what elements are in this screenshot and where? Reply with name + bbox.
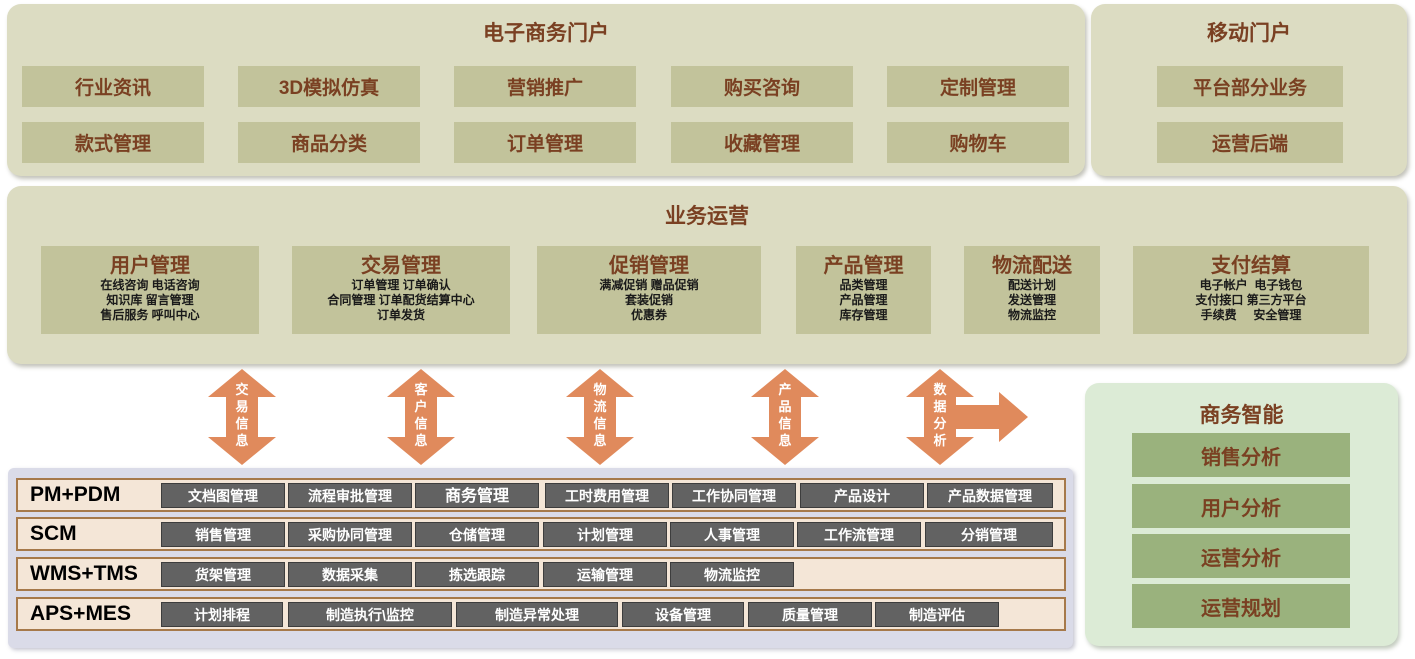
ecommerce-item-product-category: 商品分类 bbox=[238, 122, 420, 163]
module-line: 合同管理 订单配货结算中心 bbox=[327, 293, 475, 307]
module-line: 订单管理 订单确认 bbox=[351, 278, 451, 292]
ecommerce-item-purchase-consult: 购买咨询 bbox=[671, 66, 853, 107]
module-line: 售后服务 呼叫中心 bbox=[100, 308, 200, 322]
module-line: 优惠券 bbox=[630, 308, 667, 322]
system-cell: 销售管理 bbox=[161, 522, 285, 547]
systems-panel: PM+PDM 文档图管理 流程审批管理 商务管理 工时费用管理 工作协同管理 产… bbox=[8, 468, 1073, 648]
mobile-portal-title: 移动门户 bbox=[1207, 22, 1291, 45]
ecommerce-item-shopping-cart: 购物车 bbox=[887, 122, 1069, 163]
double-arrow-logistics-info: 物流信息 bbox=[564, 367, 636, 467]
system-cell: 流程审批管理 bbox=[288, 483, 412, 508]
module-trade-management: 交易管理 订单管理 订单确认 合同管理 订单配货结算中心 订单发货 bbox=[292, 246, 510, 334]
ecommerce-item-industry-news: 行业资讯 bbox=[22, 66, 204, 107]
module-title: 支付结算 bbox=[1211, 255, 1291, 277]
module-line: 满减促销 赠品促销 bbox=[599, 278, 699, 292]
system-cell: 文档图管理 bbox=[161, 483, 285, 508]
arrow-label-data-analysis: 数据分析 bbox=[933, 382, 947, 448]
system-cell: 仓储管理 bbox=[415, 522, 539, 547]
business-intelligence-panel: 商务智能 销售分析 用户分析 运营分析 运营规划 bbox=[1085, 383, 1398, 646]
module-promotion-management: 促销管理 满减促销 赠品促销 套装促销 优惠券 bbox=[537, 246, 761, 334]
arrow-label-trade-info: 交易信息 bbox=[235, 382, 249, 448]
system-row-aps-mes: APS+MES 计划排程 制造执行\监控 制造异常处理 设备管理 质量管理 制造… bbox=[16, 597, 1066, 631]
system-cell: 货架管理 bbox=[161, 562, 285, 587]
module-title: 交易管理 bbox=[361, 255, 441, 277]
module-product-management: 产品管理 品类管理 产品管理 库存管理 bbox=[796, 246, 931, 334]
system-cell: 商务管理 bbox=[415, 483, 539, 508]
system-cell: 运输管理 bbox=[543, 562, 667, 587]
module-title: 促销管理 bbox=[609, 255, 689, 277]
bi-item-ops-planning: 运营规划 bbox=[1132, 584, 1350, 628]
module-title: 产品管理 bbox=[823, 255, 904, 277]
module-line: 手续费 安全管理 bbox=[1200, 308, 1302, 322]
module-line: 库存管理 bbox=[839, 308, 888, 322]
module-line: 在线咨询 电话咨询 bbox=[100, 278, 200, 292]
system-cell: 质量管理 bbox=[748, 602, 872, 627]
ecommerce-item-favorites: 收藏管理 bbox=[671, 122, 853, 163]
ecommerce-item-marketing: 营销推广 bbox=[454, 66, 636, 107]
system-cell: 计划排程 bbox=[161, 602, 283, 627]
system-label: APS+MES bbox=[30, 602, 131, 625]
mobile-item-platform-business: 平台部分业务 bbox=[1157, 66, 1343, 107]
system-cell: 制造执行\监控 bbox=[288, 602, 452, 627]
ecommerce-item-3d-simulation: 3D模拟仿真 bbox=[238, 66, 420, 107]
module-line: 订单发货 bbox=[376, 308, 425, 322]
module-user-management: 用户管理 在线咨询 电话咨询 知识库 留言管理 售后服务 呼叫中心 bbox=[41, 246, 259, 334]
system-cell: 工时费用管理 bbox=[545, 483, 669, 508]
system-cell: 工作协同管理 bbox=[672, 483, 796, 508]
bi-item-ops-analysis: 运营分析 bbox=[1132, 534, 1350, 578]
system-label: SCM bbox=[30, 522, 77, 545]
module-payment-settlement: 支付结算 电子帐户 电子钱包 支付接口 第三方平台 手续费 安全管理 bbox=[1133, 246, 1369, 334]
module-line: 产品管理 bbox=[839, 293, 888, 307]
system-cell: 采购协同管理 bbox=[288, 522, 412, 547]
double-arrow-product-info: 产品信息 bbox=[749, 367, 821, 467]
system-cell: 计划管理 bbox=[543, 522, 667, 547]
double-arrow-trade-info: 交易信息 bbox=[206, 367, 278, 467]
ecommerce-portal-panel: 电子商务门户 行业资讯 3D模拟仿真 营销推广 购买咨询 定制管理 款式管理 商… bbox=[7, 4, 1085, 176]
system-cell: 拣选跟踪 bbox=[415, 562, 539, 587]
arrow-label-product-info: 产品信息 bbox=[778, 382, 792, 448]
module-line: 物流监控 bbox=[1007, 308, 1056, 322]
ecommerce-portal-title: 电子商务门户 bbox=[483, 22, 609, 45]
arrow-label-customer-info: 客户信息 bbox=[414, 382, 428, 448]
system-cell: 物流监控 bbox=[670, 562, 794, 587]
module-title: 用户管理 bbox=[110, 255, 190, 277]
system-cell: 制造异常处理 bbox=[456, 602, 618, 627]
module-line: 支付接口 第三方平台 bbox=[1195, 293, 1307, 307]
module-line: 配送计划 bbox=[1007, 278, 1056, 292]
triple-arrow-data-analysis: 数据分析 bbox=[904, 367, 1032, 467]
system-row-scm: SCM 销售管理 采购协同管理 仓储管理 计划管理 人事管理 工作流管理 分销管… bbox=[16, 517, 1066, 551]
mobile-portal-panel: 移动门户 平台部分业务 运营后端 bbox=[1091, 4, 1407, 176]
ecommerce-item-style-management: 款式管理 bbox=[22, 122, 204, 163]
module-line: 知识库 留言管理 bbox=[106, 293, 194, 307]
system-cell: 产品设计 bbox=[800, 483, 924, 508]
module-line: 电子帐户 电子钱包 bbox=[1199, 278, 1303, 292]
mobile-item-ops-backend: 运营后端 bbox=[1157, 122, 1343, 163]
arrow-label-logistics-info: 物流信息 bbox=[593, 382, 607, 448]
system-cell: 制造评估 bbox=[875, 602, 999, 627]
ecommerce-item-order-management: 订单管理 bbox=[454, 122, 636, 163]
system-label: WMS+TMS bbox=[30, 562, 138, 585]
system-cell: 人事管理 bbox=[670, 522, 794, 547]
system-row-pm-pdm: PM+PDM 文档图管理 流程审批管理 商务管理 工时费用管理 工作协同管理 产… bbox=[16, 478, 1066, 512]
system-row-wms-tms: WMS+TMS 货架管理 数据采集 拣选跟踪 运输管理 物流监控 bbox=[16, 557, 1066, 591]
double-arrow-customer-info: 客户信息 bbox=[385, 367, 457, 467]
system-cell: 分销管理 bbox=[925, 522, 1053, 547]
bi-item-sales-analysis: 销售分析 bbox=[1132, 433, 1350, 477]
module-logistics-delivery: 物流配送 配送计划 发送管理 物流监控 bbox=[964, 246, 1100, 334]
module-line: 品类管理 bbox=[839, 278, 888, 292]
system-cell: 工作流管理 bbox=[797, 522, 921, 547]
operations-title: 业务运营 bbox=[665, 205, 749, 228]
module-title: 物流配送 bbox=[992, 255, 1072, 277]
business-intelligence-title: 商务智能 bbox=[1199, 404, 1284, 427]
bi-item-user-analysis: 用户分析 bbox=[1132, 484, 1350, 528]
system-cell: 产品数据管理 bbox=[927, 483, 1053, 508]
module-line: 发送管理 bbox=[1007, 293, 1056, 307]
ecommerce-item-custom-management: 定制管理 bbox=[887, 66, 1069, 107]
system-cell: 数据采集 bbox=[288, 562, 412, 587]
module-line: 套装促销 bbox=[624, 293, 673, 307]
system-label: PM+PDM bbox=[30, 483, 121, 506]
system-cell: 设备管理 bbox=[622, 602, 744, 627]
operations-panel: 业务运营 用户管理 在线咨询 电话咨询 知识库 留言管理 售后服务 呼叫中心 交… bbox=[7, 186, 1407, 364]
